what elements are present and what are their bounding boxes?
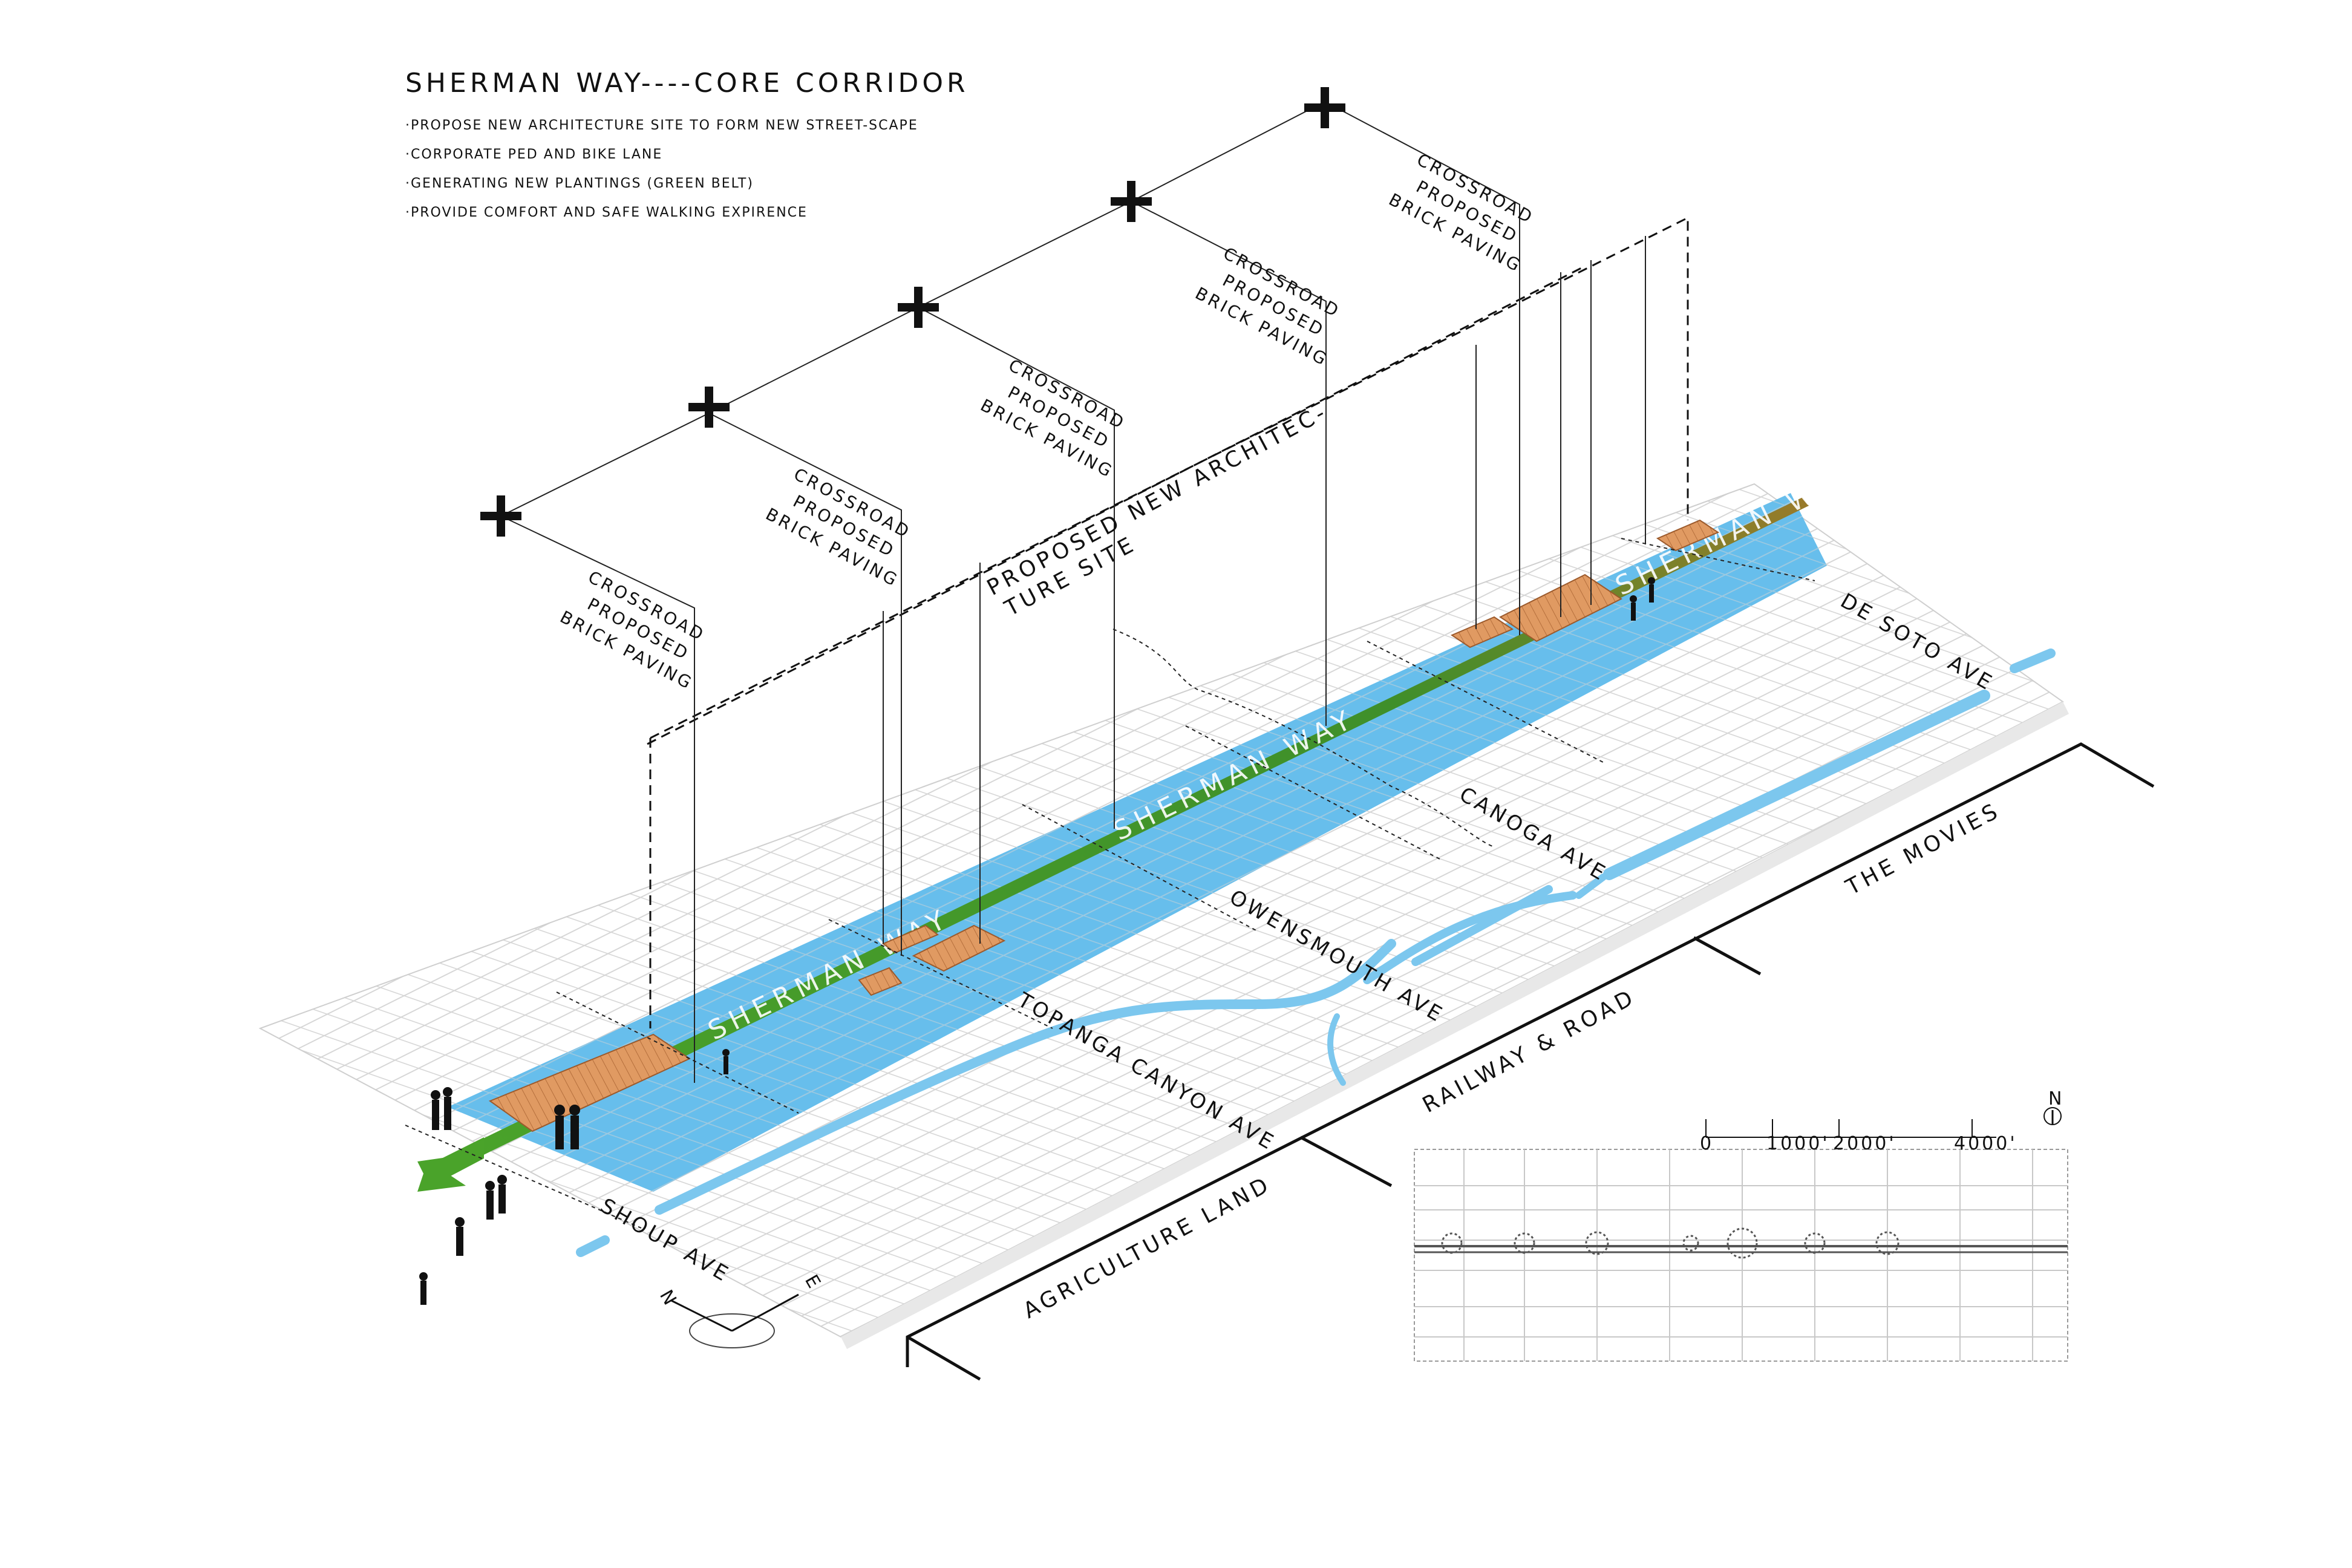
scale-bar: 0 1000' 2000' 4000' N xyxy=(1700,1088,2064,1154)
inset-map xyxy=(1414,1149,2068,1362)
crossroad-annotation-4: CROSSROAD PROPOSED BRICK PAVING xyxy=(1192,243,1344,370)
plus-icon xyxy=(688,387,730,428)
dotted-transects xyxy=(405,538,1815,1229)
brick-site xyxy=(1450,616,1514,648)
goal-item: ·CORPORATE PED AND BIKE LANE xyxy=(405,147,663,162)
goal-item: ·PROPOSE NEW ARCHITECTURE SITE TO FORM N… xyxy=(405,118,918,133)
scale-label: 4000' xyxy=(1954,1133,2017,1154)
zone-brackets xyxy=(906,742,2155,1381)
scale-label: 2000' xyxy=(1833,1133,1896,1154)
north-label: N xyxy=(2048,1088,2064,1109)
north-arrow-icon xyxy=(2043,1107,2062,1125)
brick-site xyxy=(1656,519,1720,552)
crossroad-annotation-3: CROSSROAD PROPOSED BRICK PAVING xyxy=(977,355,1129,482)
plus-markers xyxy=(480,87,1345,537)
compass-n: N xyxy=(655,1287,682,1311)
plus-icon xyxy=(480,495,521,537)
green-belt xyxy=(417,497,1809,1192)
core-corridor-band xyxy=(448,493,1827,1192)
proposed-site-frame xyxy=(647,216,1689,1028)
brick-site xyxy=(912,924,1006,972)
crossroad-lines xyxy=(500,101,1646,1083)
goal-item: ·PROVIDE COMFORT AND SAFE WALKING EXPIRE… xyxy=(405,205,808,220)
brick-site xyxy=(882,924,939,954)
plus-icon xyxy=(898,287,939,328)
scale-label: 1000' xyxy=(1766,1133,1830,1154)
plus-icon xyxy=(1111,181,1152,222)
river-channels xyxy=(576,648,2056,1257)
diagram-title: SHERMAN WAY----CORE CORRIDOR xyxy=(405,68,969,99)
crossroad-annotation-5: CROSSROAD PROPOSED BRICK PAVING xyxy=(1385,149,1537,276)
scale-label: 0 xyxy=(1700,1133,1714,1154)
plus-icon xyxy=(1304,87,1345,128)
brick-site xyxy=(858,967,903,996)
people-silhouettes xyxy=(419,577,1655,1305)
goal-item: ·GENERATING NEW PLANTINGS (GREEN BELT) xyxy=(405,176,754,191)
goal-list: ·PROPOSE NEW ARCHITECTURE SITE TO FORM N… xyxy=(405,119,918,235)
